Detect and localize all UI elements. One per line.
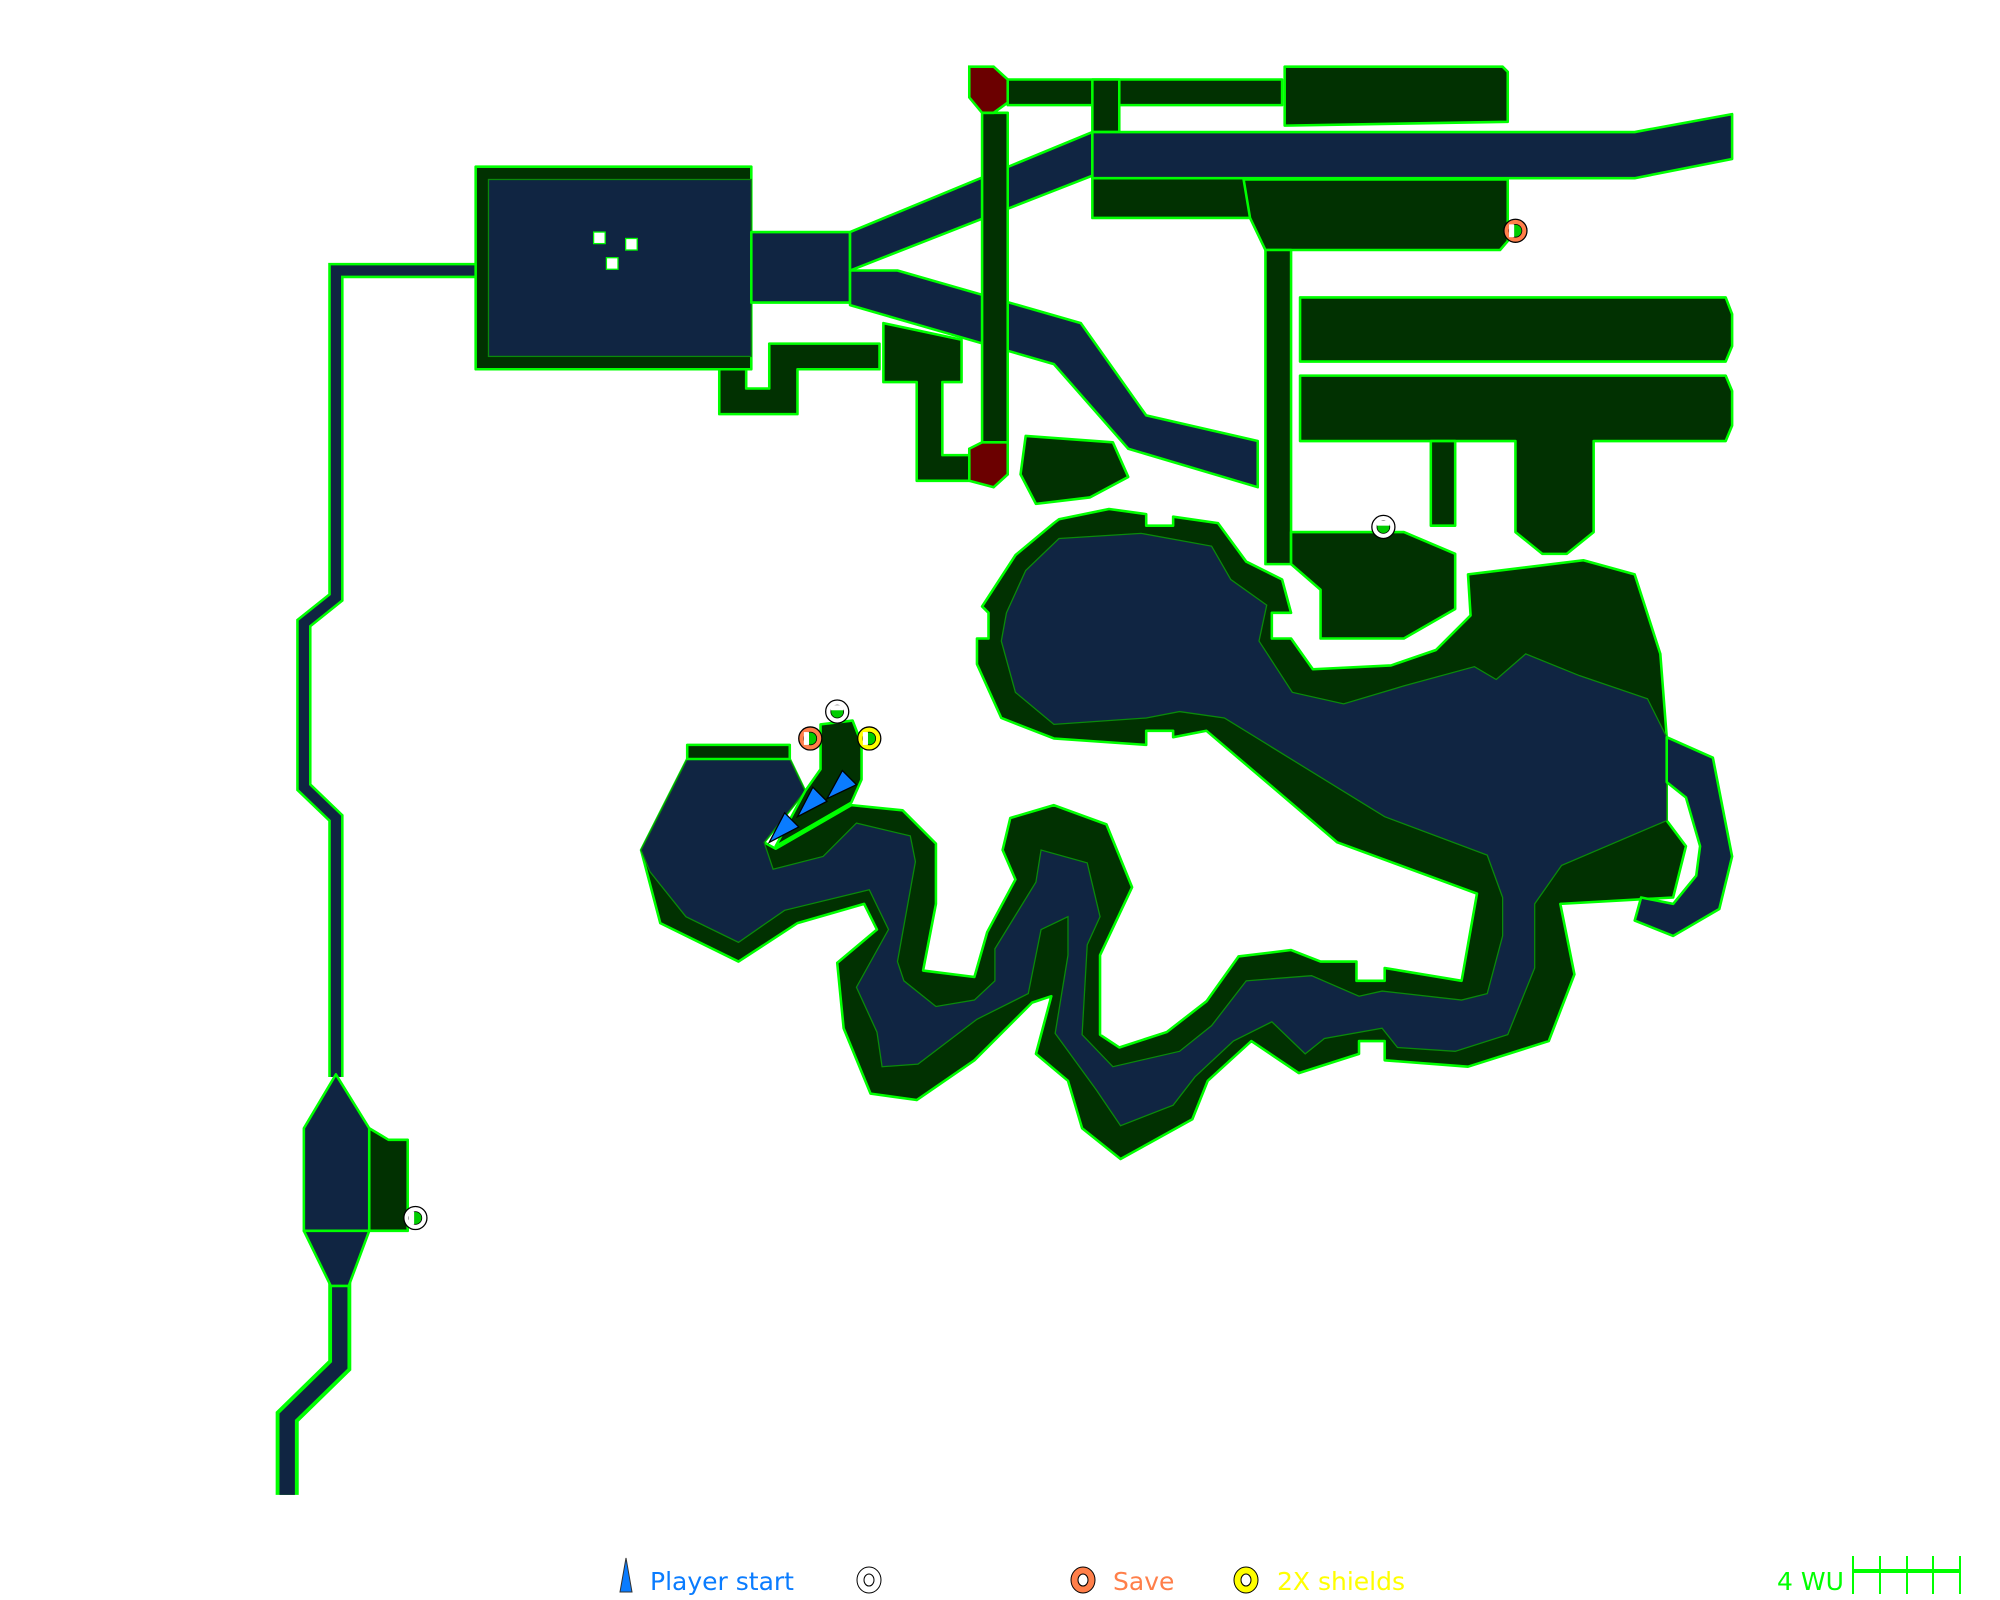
door-red-top bbox=[967, 65, 1010, 115]
player-start-icon bbox=[825, 769, 858, 801]
ladder-corridor bbox=[980, 111, 1010, 444]
save-icon[interactable] bbox=[1503, 218, 1528, 243]
legend: Player start Save 2X shields 4 WU bbox=[619, 1556, 1961, 1596]
player-start-markers bbox=[767, 769, 858, 844]
room-mid bbox=[882, 321, 971, 483]
save-icon bbox=[1070, 1566, 1096, 1594]
connector bbox=[750, 230, 852, 304]
barrel-halls bbox=[1289, 296, 1734, 640]
player-start-icon bbox=[619, 1557, 633, 1593]
player-start-icon bbox=[767, 811, 800, 844]
save-icon[interactable] bbox=[798, 726, 823, 751]
item-markers bbox=[403, 218, 1528, 1231]
shields-icon[interactable] bbox=[857, 726, 882, 751]
room-top-left bbox=[474, 165, 881, 416]
legend-player-start: Player start bbox=[650, 1567, 794, 1596]
lake-area bbox=[639, 507, 1734, 1161]
generic-icon[interactable] bbox=[825, 699, 850, 724]
top-rooms bbox=[1006, 65, 1510, 566]
door-red-bottom bbox=[967, 441, 1010, 489]
ramp-up bbox=[848, 130, 1094, 272]
generic-icon[interactable] bbox=[1371, 514, 1396, 540]
legend-save: Save bbox=[1113, 1567, 1174, 1596]
player-start-icon bbox=[795, 786, 829, 819]
shields-icon bbox=[1233, 1566, 1259, 1594]
left-corridor bbox=[275, 262, 488, 1495]
scale-bar bbox=[1852, 1556, 1961, 1594]
map-geometry bbox=[275, 65, 1734, 1495]
generic-icon[interactable] bbox=[403, 1205, 428, 1231]
legend-shields: 2X shields bbox=[1277, 1567, 1405, 1596]
generic-icon bbox=[856, 1566, 882, 1594]
room-small bbox=[1019, 434, 1130, 506]
long-corridor bbox=[1091, 112, 1734, 180]
scale-label: 4 WU bbox=[1777, 1567, 1844, 1596]
